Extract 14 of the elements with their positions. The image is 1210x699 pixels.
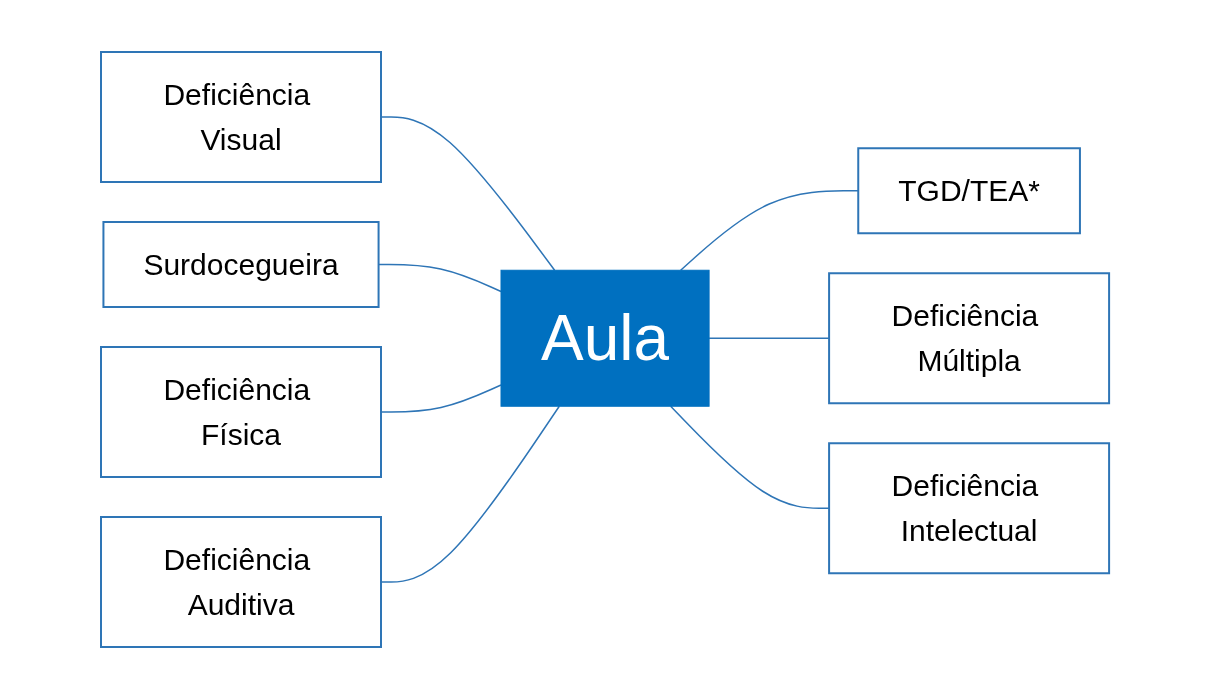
node-box: Deficiência Auditiva	[99, 516, 382, 648]
connector	[380, 405, 560, 583]
connector	[708, 337, 830, 339]
connector	[380, 384, 502, 413]
node-box: Deficiência Intelectual	[828, 442, 1111, 575]
node-box: Deficiência Física	[99, 346, 382, 478]
node-box: Deficiência Múltipla	[828, 272, 1111, 405]
node-box: Surdocegueira	[102, 221, 380, 308]
connector	[669, 405, 830, 509]
connector	[380, 116, 556, 271]
node-box: Aula	[500, 269, 710, 407]
node-box: TGD/TEA*	[857, 147, 1081, 235]
connector	[679, 190, 859, 271]
node-box: Deficiência Visual	[99, 51, 382, 183]
